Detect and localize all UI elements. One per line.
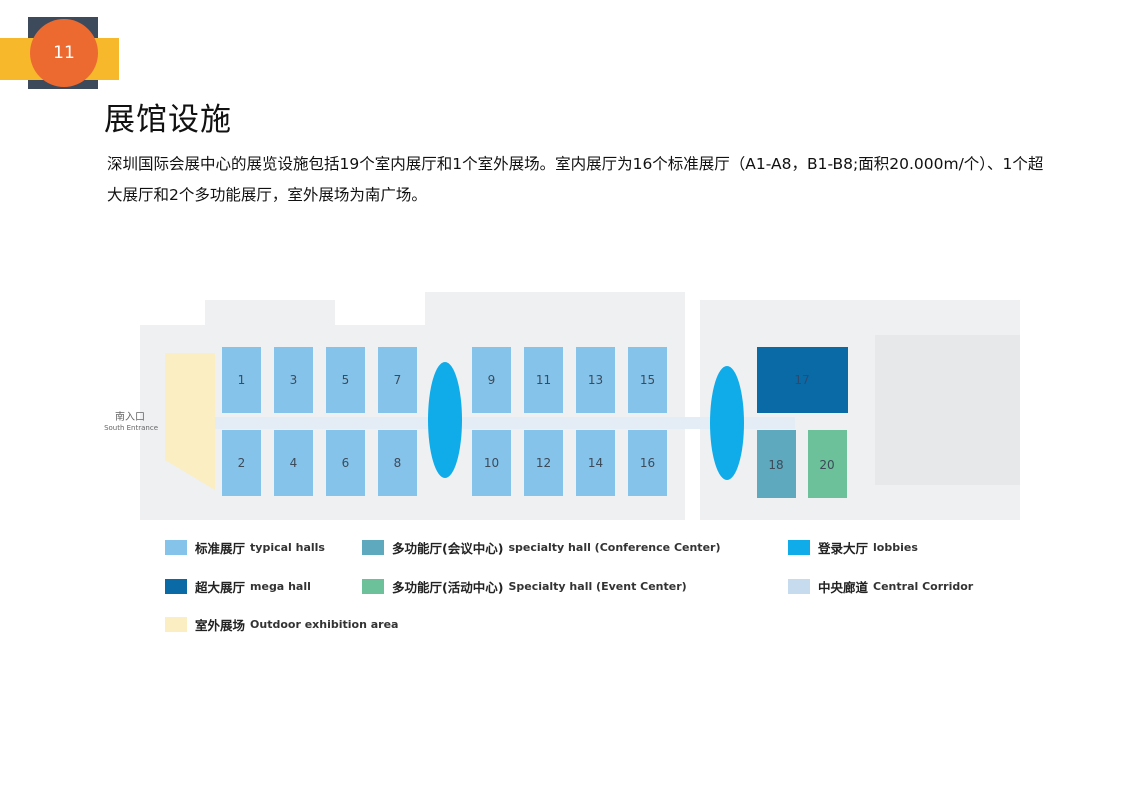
legend-swatch: [788, 579, 810, 594]
legend-label-zh: 标准展厅: [195, 541, 246, 556]
typical-hall-12: [524, 430, 563, 496]
typical-hall-label: 3: [290, 373, 298, 387]
legend-swatch: [362, 540, 384, 555]
legend-item-outdoor: 室外展场 Outdoor exhibition area: [165, 615, 398, 634]
typical-hall-label: 9: [488, 373, 496, 387]
typical-hall-label: 2: [238, 456, 246, 470]
specialty-hall-18: [757, 430, 796, 498]
legend-item-lobbies: 登录大厅 lobbies: [788, 538, 918, 557]
typical-hall-6: [326, 430, 365, 496]
specialty-hall-20: [808, 430, 847, 498]
central-corridor: [205, 417, 795, 429]
typical-hall-11: [524, 347, 563, 413]
page-title: 展馆设施: [104, 102, 232, 138]
specialty-hall-18-label: 18: [768, 458, 783, 472]
legend-item-mega: 超大展厅 mega hall: [165, 577, 311, 596]
typical-hall-label: 6: [342, 456, 350, 470]
typical-hall-5: [326, 347, 365, 413]
legend-label-en: Outdoor exhibition area: [250, 618, 399, 631]
typical-hall-14: [576, 430, 615, 496]
legend-swatch: [165, 617, 187, 632]
typical-hall-8: [378, 430, 417, 496]
legend-swatch: [788, 540, 810, 555]
specialty-hall-20-label: 20: [819, 458, 834, 472]
legend-item-event: 多功能厅(活动中心) Specialty hall (Event Center): [362, 577, 687, 596]
mega-hall-label: 17: [794, 373, 809, 387]
legend-item-conference: 多功能厅(会议中心) specialty hall (Conference Ce…: [362, 538, 720, 557]
typical-hall-label: 12: [536, 456, 551, 470]
typical-hall-label: 15: [640, 373, 655, 387]
typical-hall-label: 1: [238, 373, 246, 387]
lobby-west: [428, 362, 462, 478]
typical-hall-9: [472, 347, 511, 413]
legend-label-en: Specialty hall (Event Center): [508, 580, 687, 593]
legend-swatch: [362, 579, 384, 594]
typical-hall-label: 14: [588, 456, 603, 470]
typical-hall-3: [274, 347, 313, 413]
south-entrance-label-en: South Entrance: [104, 424, 158, 432]
typical-hall-label: 5: [342, 373, 350, 387]
typical-hall-1: [222, 347, 261, 413]
legend-label-en: Central Corridor: [873, 580, 974, 593]
page-number: 11: [30, 19, 98, 87]
typical-hall-label: 7: [394, 373, 402, 387]
typical-hall-label: 16: [640, 456, 655, 470]
typical-hall-13: [576, 347, 615, 413]
legend-label-en: specialty hall (Conference Center): [508, 541, 721, 554]
typical-hall-label: 8: [394, 456, 402, 470]
legend-label-en: mega hall: [250, 580, 311, 593]
typical-hall-label: 4: [290, 456, 298, 470]
legend-label-zh: 室外展场: [195, 618, 246, 633]
typical-hall-label: 13: [588, 373, 603, 387]
legend-item-typical: 标准展厅 typical halls: [165, 538, 325, 557]
typical-hall-2: [222, 430, 261, 496]
typical-hall-label: 11: [536, 373, 551, 387]
legend-label-zh: 多功能厅(活动中心): [392, 580, 504, 595]
typical-hall-4: [274, 430, 313, 496]
typical-hall-10: [472, 430, 511, 496]
mega-hall-17: [757, 347, 848, 413]
legend-label-en: typical halls: [250, 541, 325, 554]
typical-hall-16: [628, 430, 667, 496]
outdoor-exhibition-area: [165, 353, 215, 490]
typical-hall-7: [378, 347, 417, 413]
legend-label-zh: 多功能厅(会议中心): [392, 541, 504, 556]
legend-swatch: [165, 540, 187, 555]
legend-label-en: lobbies: [873, 541, 918, 554]
legend-item-corridor: 中央廊道 Central Corridor: [788, 577, 973, 596]
legend-swatch: [165, 579, 187, 594]
typical-hall-15: [628, 347, 667, 413]
legend-label-zh: 登录大厅: [818, 541, 869, 556]
description-text: 深圳国际会展中心的展览设施包括19个室内展厅和1个室外展场。室内展厅为16个标准…: [107, 155, 1044, 204]
legend-label-zh: 中央廊道: [818, 580, 869, 595]
typical-hall-label: 10: [484, 456, 499, 470]
lobby-east: [710, 366, 744, 480]
south-entrance-label-zh: 南入口: [115, 410, 145, 423]
legend-label-zh: 超大展厅: [195, 580, 246, 595]
